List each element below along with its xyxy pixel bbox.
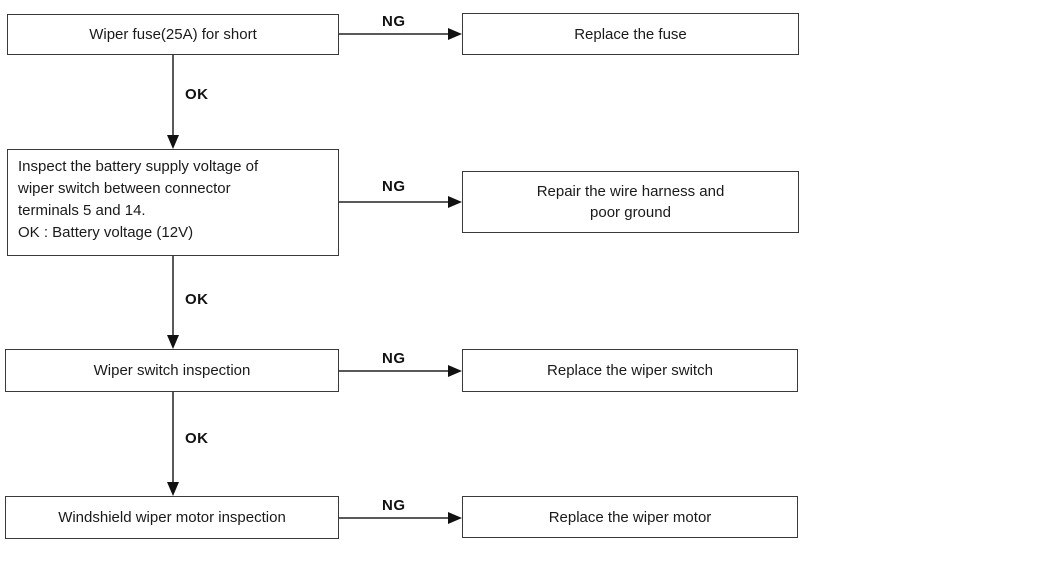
arrowhead-down-icon [167, 135, 179, 149]
connector-line-ng-4 [339, 517, 449, 519]
ok-label-3: OK [185, 430, 209, 447]
connector-line-ng-2 [339, 201, 449, 203]
arrowhead-down-icon [167, 335, 179, 349]
step-box-wiper-fuse: Wiper fuse(25A) for short [7, 14, 339, 55]
step-box-wiper-motor: Windshield wiper motor inspection [5, 496, 339, 539]
ng-label-4: NG [382, 497, 406, 514]
connector-line-ok-2 [172, 256, 174, 335]
arrowhead-down-icon [167, 482, 179, 496]
ng-label-1: NG [382, 13, 406, 30]
ok-label-1: OK [185, 86, 209, 103]
connector-line-ng-1 [339, 33, 449, 35]
connector-line-ok-1 [172, 55, 174, 136]
ok-label-2: OK [185, 291, 209, 308]
arrowhead-right-icon [448, 28, 462, 40]
step-box-wiper-switch: Wiper switch inspection [5, 349, 339, 392]
arrowhead-right-icon [448, 512, 462, 524]
ng-label-3: NG [382, 350, 406, 367]
step-box-battery-voltage: Inspect the battery supply voltage of wi… [7, 149, 339, 256]
arrowhead-right-icon [448, 365, 462, 377]
action-box-replace-fuse: Replace the fuse [462, 13, 799, 55]
connector-line-ok-3 [172, 392, 174, 482]
action-box-replace-switch: Replace the wiper switch [462, 349, 798, 392]
connector-line-ng-3 [339, 370, 449, 372]
ng-label-2: NG [382, 178, 406, 195]
action-box-replace-motor: Replace the wiper motor [462, 496, 798, 538]
arrowhead-right-icon [448, 196, 462, 208]
action-box-repair-harness: Repair the wire harness and poor ground [462, 171, 799, 233]
